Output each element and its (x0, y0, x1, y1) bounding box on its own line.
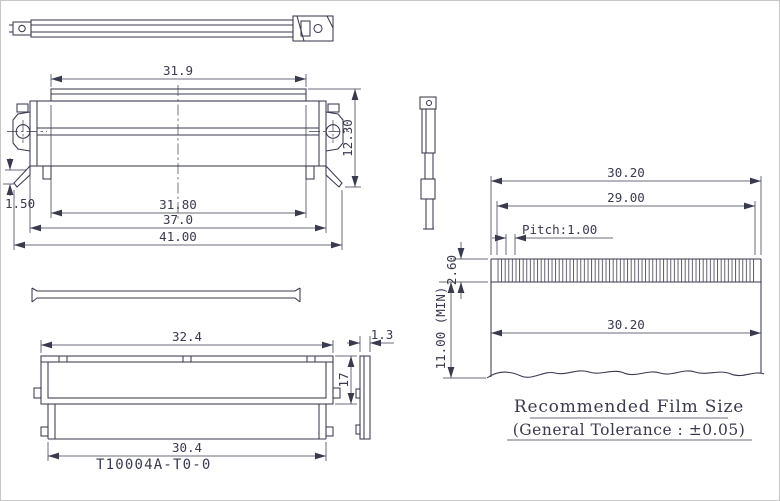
torn-edge (486, 370, 765, 379)
tolerance-note: (General Tolerance : ±0.05) (513, 421, 746, 439)
dim-front-body-width: 37.0 (163, 212, 193, 227)
left-leg (13, 164, 31, 188)
film-title: Recommended Film Size (514, 397, 744, 417)
bottom-side-dimensions (347, 336, 394, 352)
top-plan-view (9, 15, 334, 42)
dim-side-thickness: 1.3 (371, 327, 394, 342)
part-number: T10004A-T0-0 (96, 457, 212, 473)
cover-strip-view (31, 287, 301, 303)
bottom-side-geometry (355, 355, 371, 440)
bottom-view-geometry (33, 355, 341, 440)
right-leg (325, 164, 343, 188)
dim-front-leg: 1.50 (5, 196, 35, 211)
dim-bottom-top-width: 32.4 (172, 329, 202, 344)
front-view-dimensions (3, 74, 361, 250)
dim-film-pitch: Pitch:1.00 (522, 222, 597, 237)
top-plan-geometry (9, 15, 334, 42)
dim-front-overall-width: 41.00 (159, 229, 197, 244)
bottom-view-dimensions (40, 340, 357, 461)
side-profile-view (419, 96, 437, 230)
dim-film-top-width: 30.20 (607, 165, 645, 180)
dim-film-min-length: 11.00 (MIN) (433, 287, 448, 370)
cover-strip-geometry (31, 287, 301, 303)
dim-front-top-width: 31.9 (163, 63, 193, 78)
dim-film-band-height: 2.60 (444, 255, 459, 285)
bottom-side-view: 1.3 (347, 327, 394, 440)
dim-bottom-bottom-width: 30.4 (172, 440, 202, 455)
film-view: 30.20 29.00 Pitch:1.00 2.60 11.00 (MIN) … (433, 165, 765, 441)
dim-front-inner-width: 31.80 (159, 197, 197, 212)
dim-front-height: 12.30 (340, 119, 355, 157)
side-profile-geometry (419, 96, 437, 230)
bottom-view: 32.4 17 30.4 (33, 329, 357, 461)
film-dimensions (439, 176, 762, 441)
front-view: 31.9 12.30 1.50 31.80 37.0 41.00 (3, 63, 361, 250)
dim-film-tooth-span: 29.00 (607, 190, 645, 205)
dim-film-bottom-width: 30.20 (607, 317, 645, 332)
dim-bottom-height: 17 (336, 372, 351, 387)
sprocket-teeth (497, 259, 755, 282)
